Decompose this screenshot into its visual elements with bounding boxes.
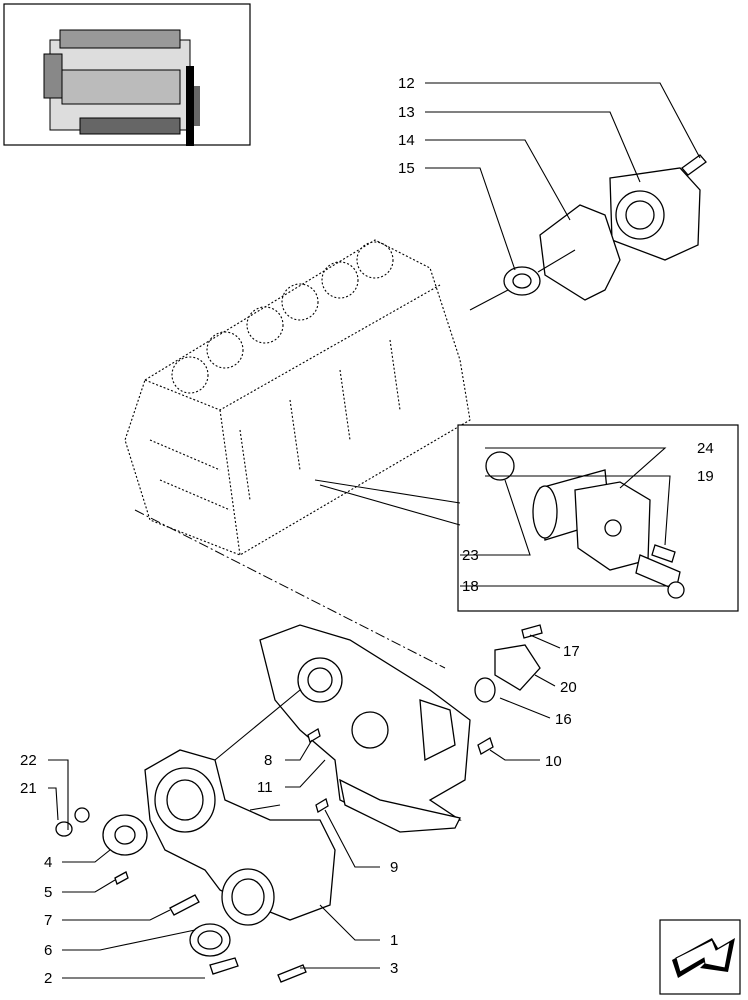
callout-3: 3 (390, 960, 398, 977)
callout-11: 11 (257, 779, 273, 796)
callout-15: 15 (398, 160, 415, 177)
callout-14: 14 (398, 132, 415, 149)
callout-17: 17 (563, 643, 580, 660)
timing-cover (259, 624, 471, 833)
callout-10: 10 (545, 753, 562, 770)
callout-19: 19 (697, 468, 714, 485)
leader-lines (48, 82, 701, 979)
callout-4: 4 (44, 854, 52, 871)
callout-16: 16 (555, 711, 572, 728)
cylinder-block (124, 239, 471, 556)
callout-21: 21 (20, 780, 37, 797)
callout-23: 23 (462, 547, 479, 564)
next-page-arrow-icon[interactable] (659, 919, 741, 995)
callout-1: 1 (390, 932, 398, 949)
callout-18: 18 (462, 578, 479, 595)
callout-24: 24 (697, 440, 714, 457)
engine-thumbnail-icon (3, 3, 251, 146)
callout-20: 20 (560, 679, 577, 696)
callout-12: 12 (398, 75, 415, 92)
callout-6: 6 (44, 942, 52, 959)
callout-8: 8 (264, 752, 272, 769)
callout-2: 2 (44, 970, 52, 987)
callout-22: 22 (20, 752, 37, 769)
callout-labels: 12 13 14 15 24 19 23 18 17 20 16 10 8 11… (20, 75, 714, 987)
detail-inset (457, 424, 739, 612)
callout-7: 7 (44, 912, 52, 929)
assembly-axis (134, 509, 446, 669)
callout-13: 13 (398, 104, 415, 121)
front-cover (55, 624, 543, 983)
callout-5: 5 (44, 884, 52, 901)
inset-leader (314, 479, 461, 526)
callout-9: 9 (390, 859, 398, 876)
rear-seal-assembly (469, 154, 707, 311)
